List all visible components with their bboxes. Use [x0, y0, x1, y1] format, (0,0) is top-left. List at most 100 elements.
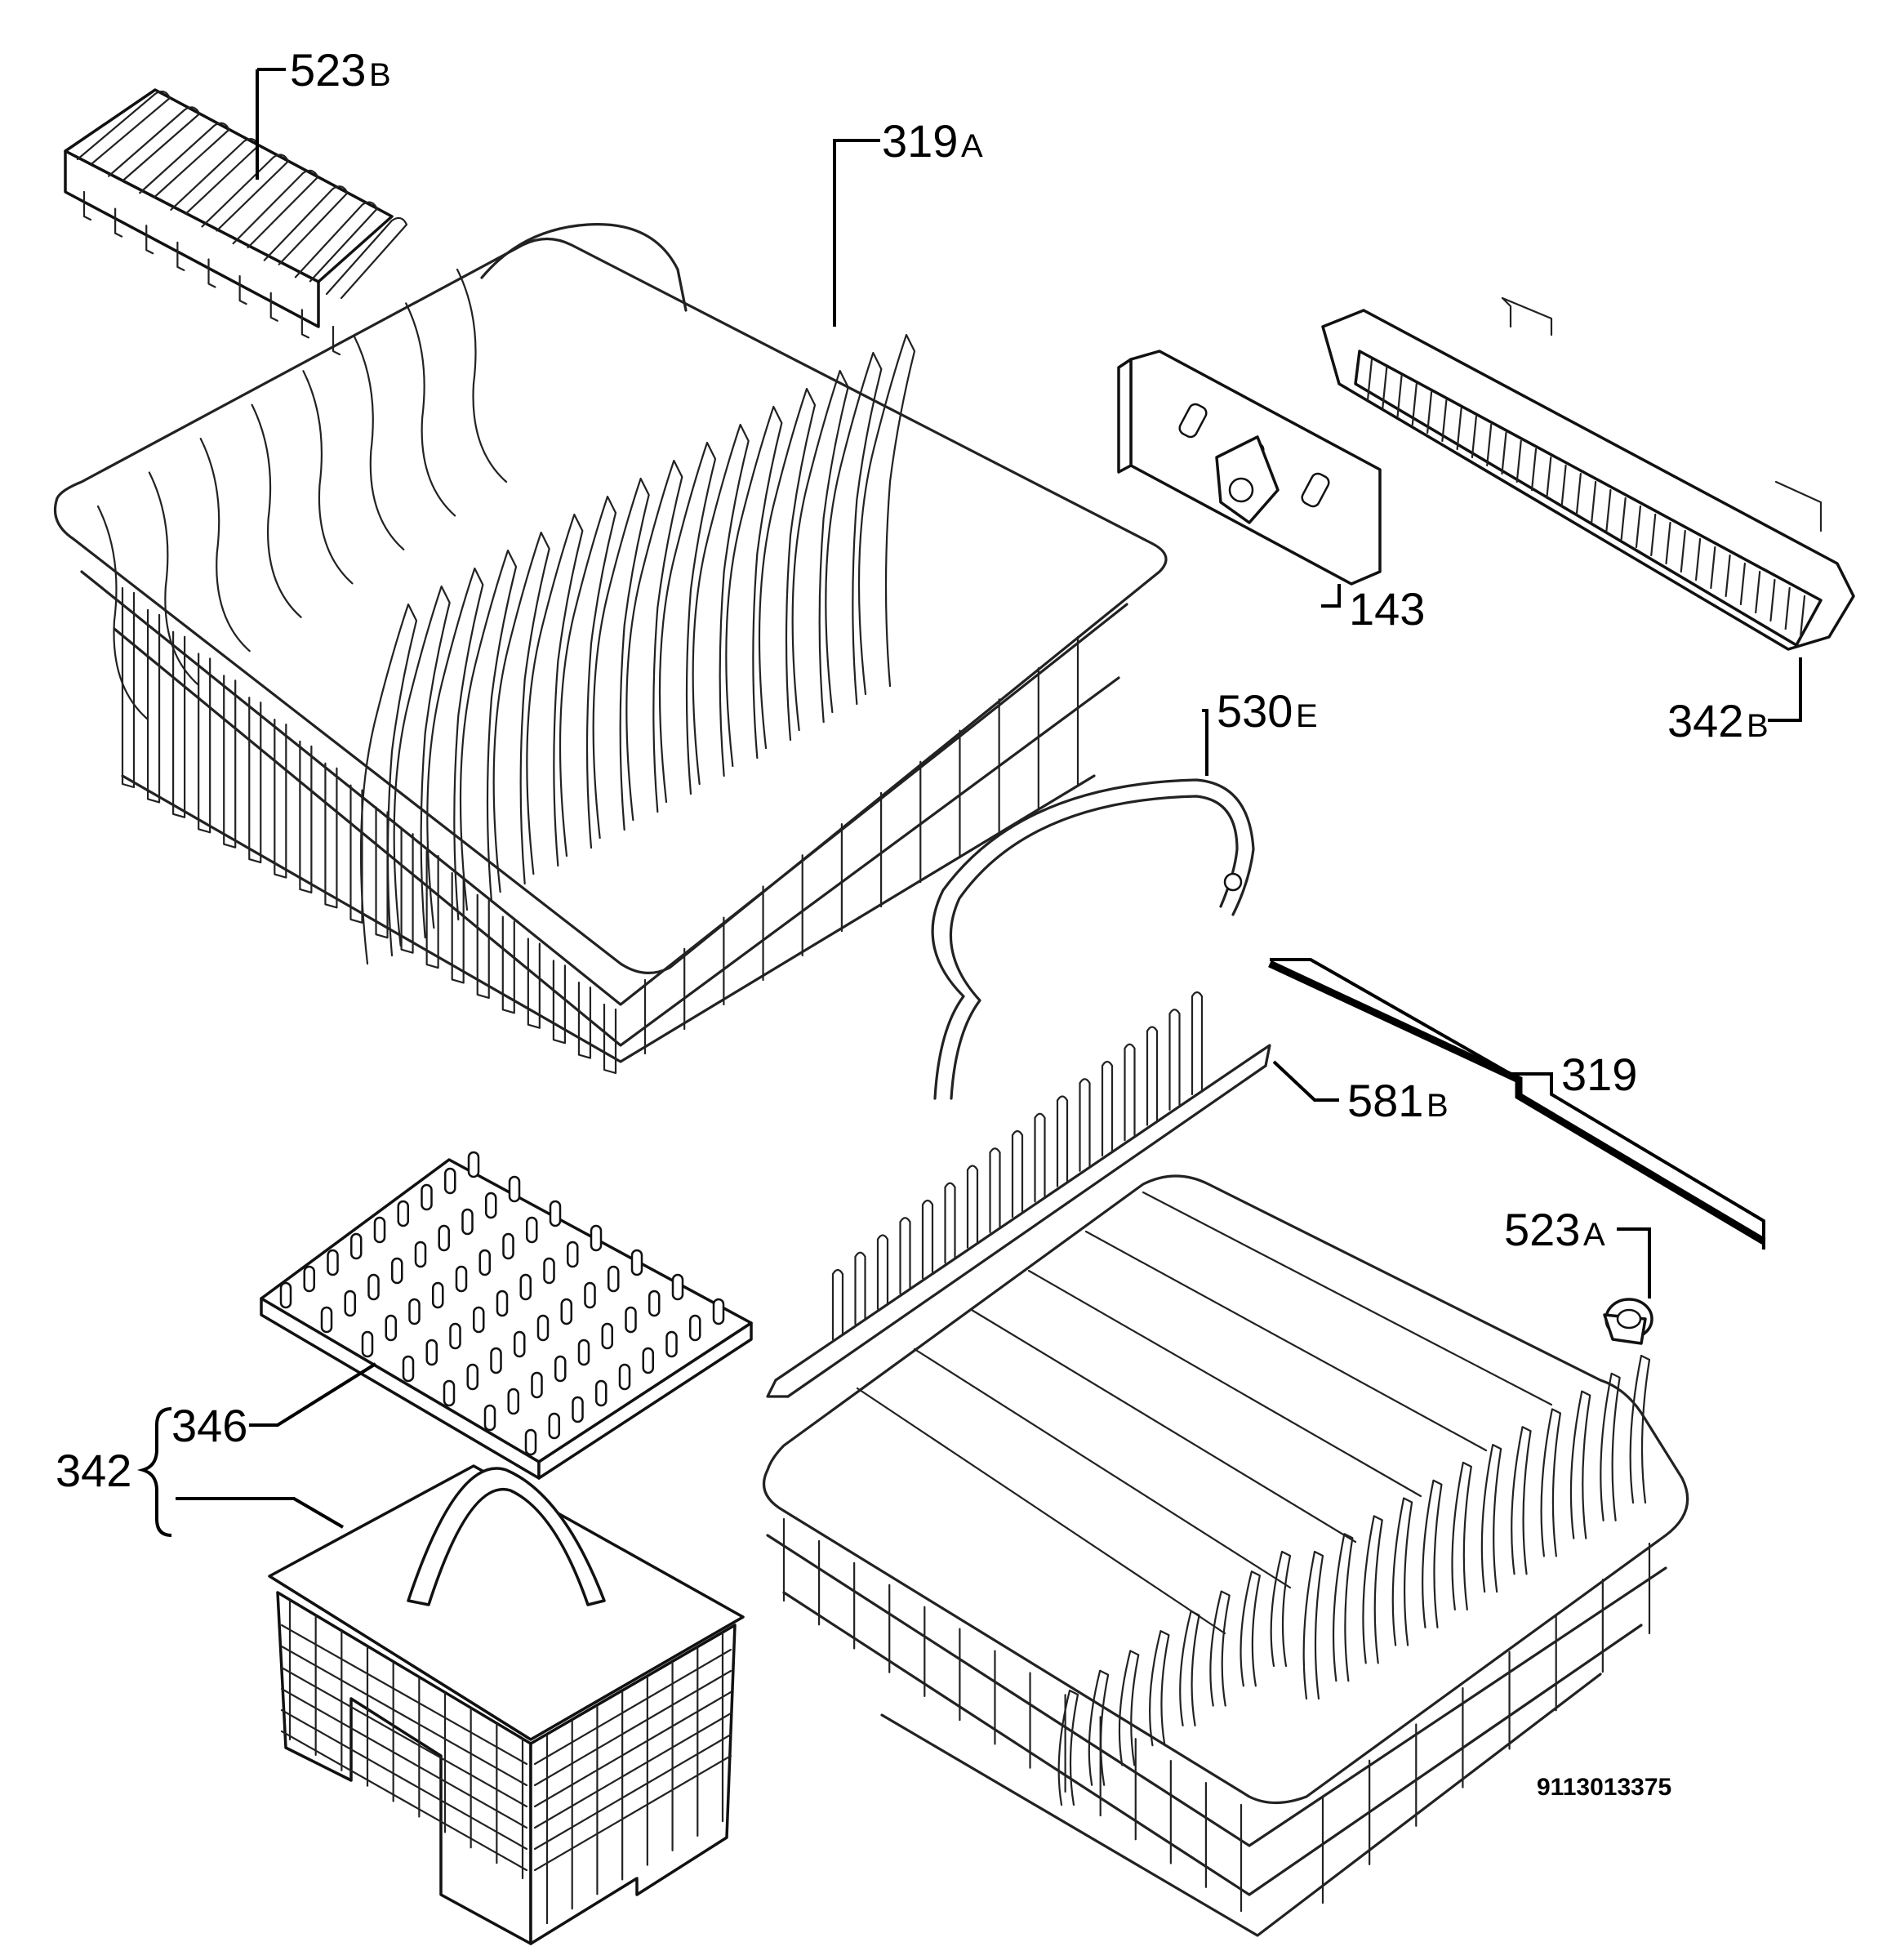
lid-slot: [577, 1339, 590, 1366]
side-basket-slat: [1471, 415, 1478, 459]
side-basket-slat: [1769, 578, 1776, 622]
lid-slot: [385, 1314, 397, 1342]
lower-basket-tine: [1209, 1590, 1231, 1707]
upper-basket-tine: [426, 567, 484, 929]
side-basket-slat: [1501, 431, 1507, 475]
lid-slot: [543, 1257, 555, 1285]
side-basket-slat: [1382, 366, 1388, 410]
label-346-number: 346: [171, 1400, 247, 1451]
lid-slot: [601, 1322, 613, 1350]
side-basket-slat: [1799, 595, 1806, 639]
lower-basket-tine: [1148, 1630, 1170, 1747]
upper-basket-tine: [405, 302, 456, 517]
basket-grid-line: [533, 1669, 732, 1787]
upper-basket-tine: [592, 477, 650, 840]
lid-slot: [496, 1290, 509, 1317]
lid-slot: [467, 1151, 480, 1178]
lower-basket-floor-wire: [1084, 1230, 1488, 1452]
label-342b-number: 342: [1667, 695, 1743, 746]
side-basket-slat: [1739, 562, 1746, 606]
lid-slot: [303, 1265, 315, 1293]
lid-slot: [444, 1167, 456, 1195]
cup-rack-hook: [82, 190, 92, 221]
basket-grid-line: [533, 1733, 732, 1851]
side-basket-slat: [1426, 390, 1433, 434]
label-143-number: 143: [1349, 583, 1425, 635]
side-basket-slat: [1635, 505, 1642, 549]
lid-slot: [414, 1241, 427, 1268]
plate-rack-tine: [921, 1199, 934, 1280]
lid-slot: [526, 1216, 538, 1244]
upper-basket-tine: [658, 441, 717, 804]
cup-rack-finger: [108, 106, 201, 181]
lid-slot: [630, 1249, 643, 1276]
lid-slot: [572, 1396, 584, 1423]
lower-basket-floor-wire: [970, 1308, 1357, 1544]
lid-slot: [567, 1241, 579, 1268]
lid-slot: [408, 1298, 421, 1325]
upper-basket-tine: [354, 336, 405, 550]
lower-basket-floor-wire: [1027, 1269, 1422, 1498]
upper-basket-tine: [725, 405, 783, 768]
side-basket-slat: [1560, 464, 1567, 508]
lid-slot: [461, 1208, 474, 1236]
lid-slot: [350, 1232, 363, 1260]
lid-slot: [642, 1347, 654, 1374]
upper-basket-tine: [456, 268, 508, 483]
lid-slot: [478, 1249, 491, 1276]
lid-slot: [648, 1290, 661, 1317]
upper-basket-bar: [299, 740, 313, 894]
part-342b-side-basket: [1321, 296, 1855, 651]
upper-basket-tine: [492, 531, 550, 893]
label-523b-number: 523: [290, 44, 366, 96]
lower-basket-tine: [1088, 1669, 1110, 1786]
lid-slot: [373, 1216, 386, 1244]
lower-basket-floor-wire: [913, 1348, 1292, 1589]
lid-slot: [625, 1306, 637, 1334]
upper-basket-bar: [349, 784, 363, 924]
upper-basket-bar: [172, 630, 186, 818]
upper-basket-tine: [393, 585, 451, 947]
plate-rack-tine: [1146, 1026, 1159, 1126]
part-labels: 523 B 319 A 143 342 B 530 E 319 581 B 52…: [56, 44, 1769, 1801]
upper-basket-tine: [96, 505, 149, 720]
lid-slot: [449, 1322, 461, 1350]
plate-rack-tine: [1124, 1043, 1136, 1142]
side-basket-slat: [1680, 529, 1686, 573]
lower-basket-tine: [1480, 1443, 1502, 1593]
lid-slot: [590, 1224, 603, 1252]
lid-slot: [327, 1249, 339, 1276]
lid-slot: [455, 1265, 468, 1293]
upper-basket-bar: [223, 675, 237, 849]
lid-slot: [402, 1355, 415, 1383]
basket-grid-line: [533, 1754, 732, 1872]
side-basket-slat: [1411, 382, 1418, 426]
upper-basket-tine: [302, 370, 354, 585]
upper-basket-bar: [603, 1003, 617, 1075]
cup-rack-hook: [176, 241, 185, 271]
plate-rack-tine: [1011, 1129, 1024, 1218]
lid-slot: [549, 1200, 562, 1227]
upper-basket-tine: [857, 333, 916, 696]
side-basket-slat: [1694, 537, 1702, 581]
upper-basket-tine: [625, 459, 683, 822]
part-530e-handle: [931, 778, 1255, 1100]
side-basket-slat: [1546, 456, 1552, 500]
label-319a-suffix: A: [961, 128, 983, 164]
lid-slot: [391, 1257, 403, 1285]
lid-slot: [689, 1314, 701, 1342]
upper-basket-bar: [527, 938, 541, 1029]
lower-basket-floor-wire: [1142, 1191, 1553, 1406]
side-basket-slat: [1530, 448, 1538, 492]
side-basket-slat: [1605, 488, 1612, 532]
upper-basket-tine: [692, 423, 750, 786]
lid-slot: [595, 1379, 608, 1407]
label-523a-suffix: A: [1583, 1217, 1605, 1253]
lid-slot: [421, 1183, 433, 1211]
upper-basket-tine: [148, 471, 199, 686]
lid-slot: [519, 1273, 532, 1301]
side-basket-slat: [1515, 439, 1522, 483]
lower-basket-tine: [1270, 1550, 1292, 1668]
label-523a-number: 523: [1504, 1204, 1580, 1255]
